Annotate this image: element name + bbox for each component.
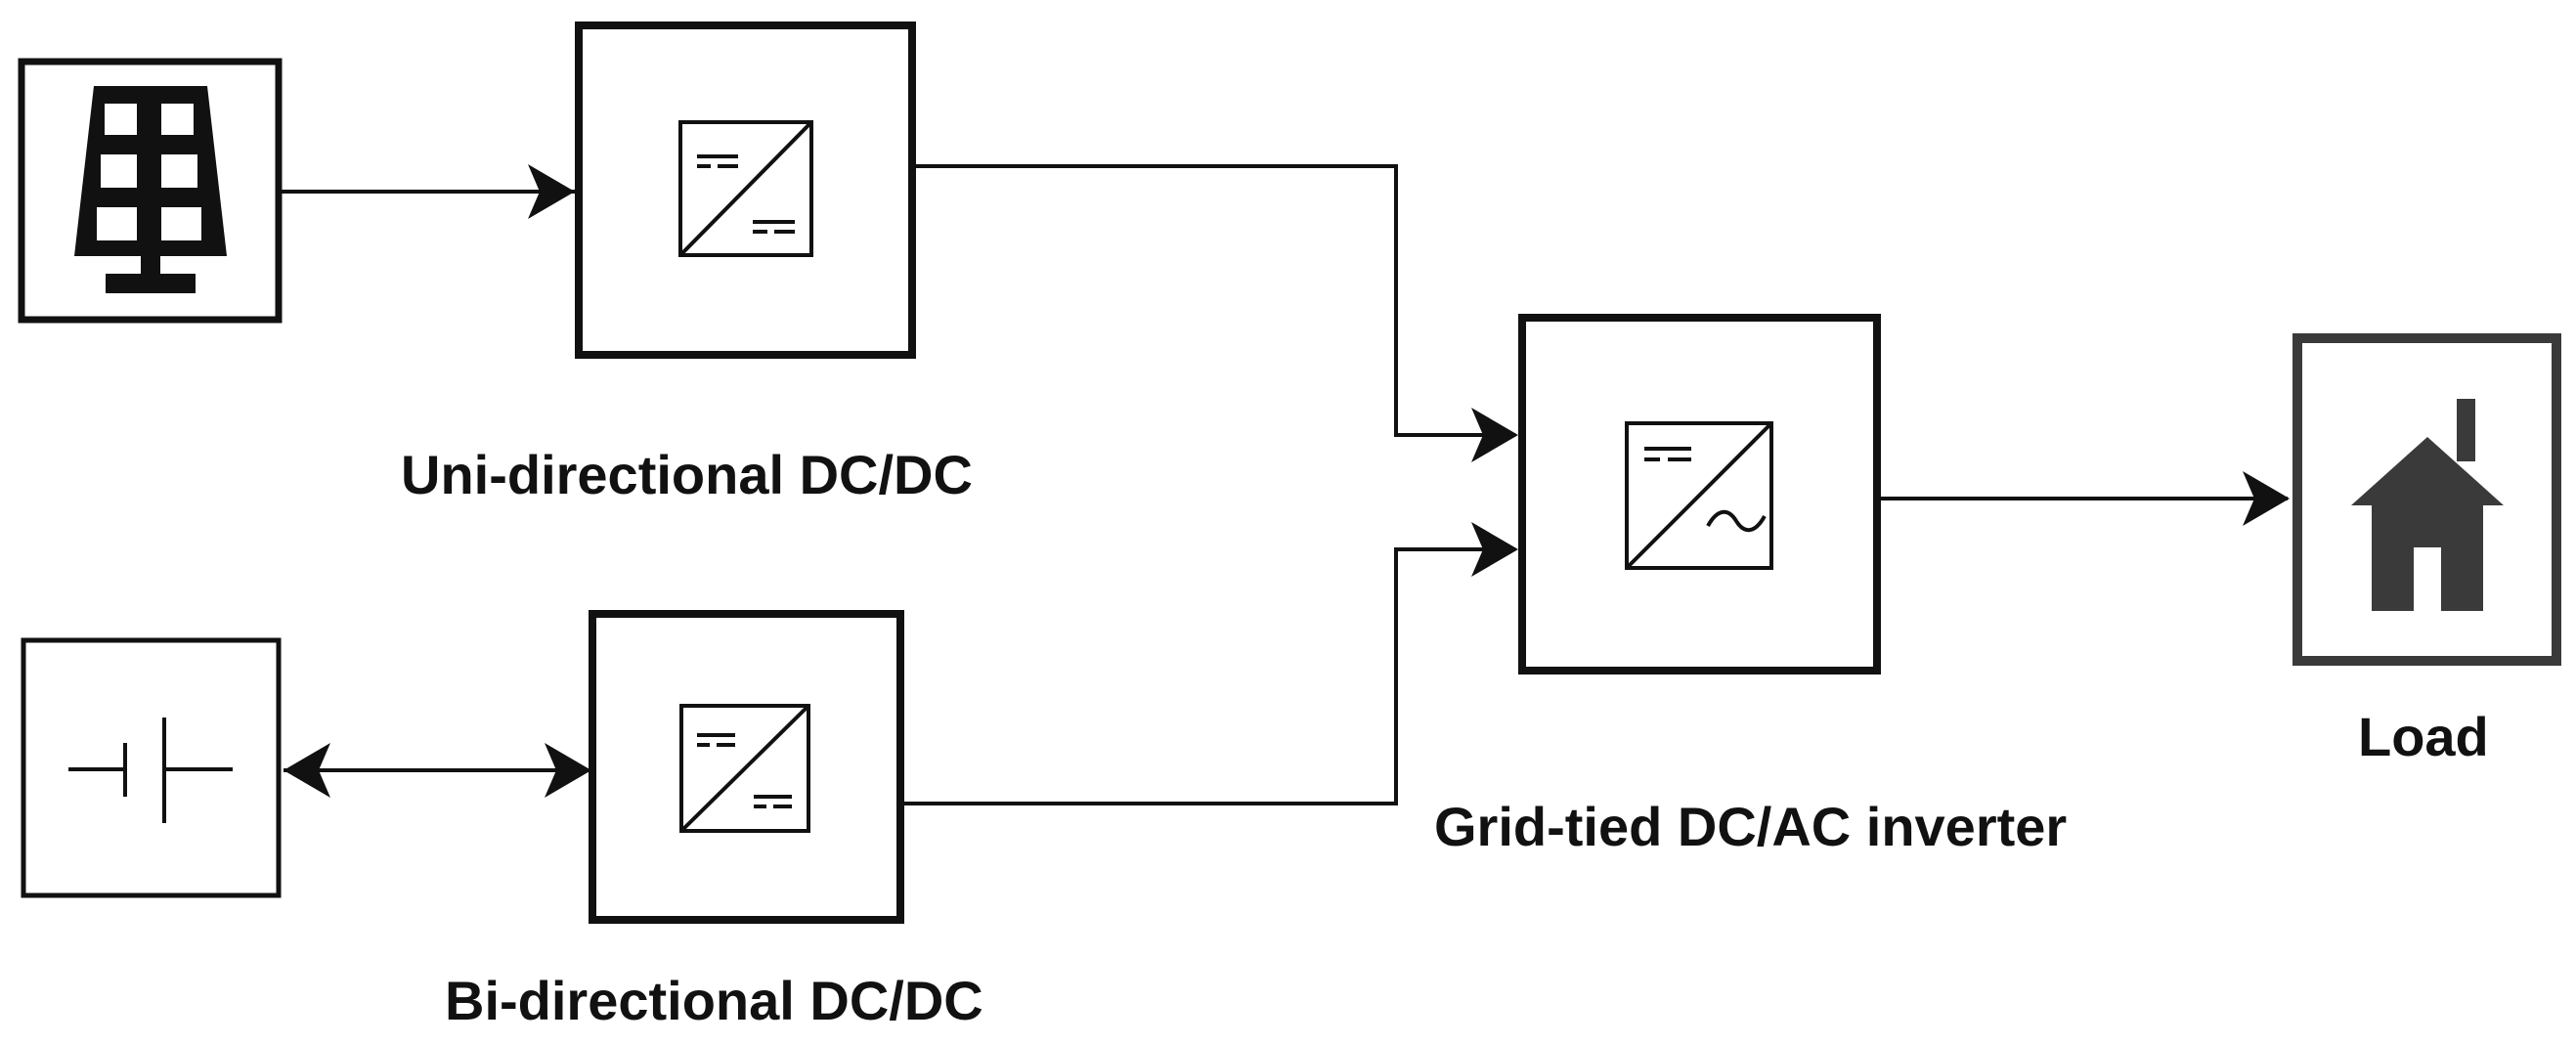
solar-panel-icon (74, 86, 227, 293)
load-label: Load (2358, 706, 2489, 767)
uni-dcdc-converter-block (575, 22, 916, 359)
house-icon (2351, 399, 2504, 611)
uni-dcdc-to-inverter-line (912, 164, 1515, 437)
load-arrowhead (2243, 471, 2290, 526)
bi-dcdc-converter-label: Bi-directional DC/DC (445, 970, 983, 1031)
bi-dcdc-arrowhead (545, 743, 591, 798)
dc-dc-converter-icon (678, 120, 813, 257)
battery-arrowhead (284, 743, 330, 798)
battery-icon (68, 718, 233, 823)
load-block (2292, 333, 2561, 666)
dc-ac-inverter-icon (1625, 421, 1773, 570)
uni-dcdc-converter-label: Uni-directional DC/DC (401, 444, 973, 505)
bi-dcdc-to-inverter-line (904, 547, 1515, 805)
connectors (281, 164, 2290, 805)
solar-panel-block (18, 58, 283, 324)
inverter-block (1518, 314, 1881, 674)
battery-block (21, 637, 282, 898)
bi-dcdc-converter-block (589, 610, 904, 924)
uni-dcdc-arrowhead (528, 164, 575, 219)
inverter-label: Grid-tied DC/AC inverter (1434, 796, 2068, 857)
inverter-lower-arrowhead (1471, 522, 1518, 577)
inverter-upper-arrowhead (1471, 408, 1518, 462)
dc-dc-converter-icon (679, 704, 810, 833)
